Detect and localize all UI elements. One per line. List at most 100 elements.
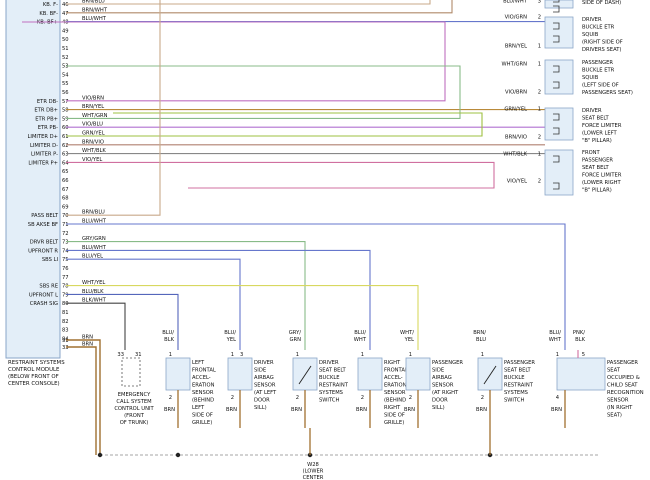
- comp-wire-bot: BRN: [476, 407, 487, 413]
- bottom-component-name: DOOR: [254, 398, 270, 404]
- wire-59: [66, 65, 461, 119]
- ecall-name-line: CALL SYSTEM: [116, 399, 151, 405]
- bottom-component-name: RESTRAINT: [319, 383, 349, 389]
- bottom-component-name: SWITCH: [504, 398, 524, 404]
- module-pin-66: 66: [62, 178, 69, 184]
- ground-label: CENTER: [303, 475, 324, 480]
- ecall-name-line: OF TRUNK): [120, 420, 149, 426]
- bottom-component-name: AIRBAG: [254, 375, 274, 381]
- bottom-component-name: ERATION: [384, 383, 407, 389]
- bottom-component-name: SIDE OF: [192, 413, 213, 419]
- comp-pin-bot: 2: [481, 395, 484, 401]
- module-pin-67: 67: [62, 187, 69, 193]
- right-pin: 1: [538, 62, 541, 68]
- wire-70: [66, 0, 161, 216]
- comp-wire-top: BLU/: [224, 330, 236, 336]
- right-component-name: SQUIB: [582, 75, 599, 81]
- right-component-name: DRIVER: [582, 108, 602, 114]
- bottom-component-name: SEAT: [607, 368, 621, 374]
- pnk-wire-top: PNK/: [573, 330, 585, 336]
- bottom-component-name: (BEHIND: [384, 398, 406, 404]
- wire-46: [66, 0, 431, 5]
- comp-wire-bot: BRN: [356, 407, 367, 413]
- right-wire-label: BLU/WHT: [503, 0, 528, 5]
- bottom-component-name: RIGHT: [384, 405, 401, 411]
- right-component-name: (LEFT SIDE OF: [582, 83, 619, 89]
- module-pin-58: 58: [62, 108, 69, 114]
- right-wire-label: VIO/GRN: [505, 15, 528, 21]
- comp-wire-top: BLU/: [354, 330, 366, 336]
- squib-symbol: [553, 22, 560, 43]
- bottom-component-name: SIDE: [254, 368, 266, 374]
- squib-symbol: [553, 65, 560, 89]
- module-signal-60: ETR PB-: [38, 125, 58, 131]
- comp-pin-top: 1: [231, 352, 234, 358]
- squib-symbol: [553, 113, 560, 135]
- module-pin-31: 31: [62, 338, 69, 344]
- ecall-name-line: EMERGENCY: [118, 392, 151, 398]
- module-pin-68: 68: [62, 196, 69, 202]
- wire-label-48: BLU/WHT: [82, 16, 107, 22]
- bottom-component-name: ERATION: [192, 383, 215, 389]
- right-pin: 2: [538, 90, 541, 96]
- bottom-component-name: DRIVER: [319, 360, 339, 366]
- bottom-component-name: (AT LEFT: [254, 390, 277, 396]
- wire-label-63: WHT/BLK: [82, 148, 106, 154]
- wire-label-70: BRN/BLU: [82, 210, 105, 216]
- ecall-name-line: CONTROL UNIT: [114, 406, 154, 412]
- right-wire-label: WHT/BLK: [503, 152, 527, 158]
- module-pin-75: 75: [62, 257, 69, 263]
- wire-label-79: BLU/BLK: [82, 289, 104, 295]
- bottom-component-box: [165, 357, 191, 391]
- right-wire-label: WHT/GRN: [502, 62, 528, 68]
- wire-74: [66, 249, 371, 350]
- bottom-component-name: SENSOR: [432, 383, 454, 389]
- wire-71: [66, 223, 566, 350]
- wire-33: [66, 346, 97, 455]
- comp-wire-top: BLK: [164, 337, 174, 343]
- module-pin-82: 82: [62, 319, 69, 325]
- module-signal-47: KB. BF-: [39, 11, 58, 17]
- bottom-component-name: RECOGNITION: [607, 390, 644, 396]
- right-pin: 3: [538, 0, 541, 5]
- wire-73: [66, 241, 306, 350]
- module-pin-50: 50: [62, 37, 69, 43]
- right-pin: 2: [538, 15, 541, 21]
- module-pin-47: 47: [62, 11, 69, 17]
- module-label-line: RESTRAINT SYSTEMS: [8, 360, 65, 366]
- bottom-component-box: [477, 357, 503, 391]
- comp-pin-bot: 4: [556, 395, 560, 401]
- module-pin-33: 33: [62, 345, 69, 351]
- right-component-name: SEAT BELT: [582, 165, 610, 171]
- module-signal-79: UPFRONT L: [29, 292, 58, 298]
- right-component-name: SQUIB: [582, 32, 599, 38]
- right-component-box: [544, 16, 574, 49]
- module-pin-52: 52: [62, 55, 69, 61]
- comp-wire-bot: BRN: [226, 407, 237, 413]
- wire-label-33: BRN: [82, 342, 93, 348]
- right-component-name: SIDE OF DASH): [582, 0, 621, 6]
- ecall-name-line: (FRONT: [124, 413, 145, 419]
- ecall-box: [121, 357, 141, 387]
- switch-symbol: [298, 365, 312, 385]
- comp-wire-bot: BRN: [291, 407, 302, 413]
- ecall-pin-33: 33: [117, 352, 124, 358]
- bottom-component-name: SENSOR: [192, 390, 214, 396]
- module-pin-57: 57: [62, 99, 69, 105]
- right-component-name: PASSENGER: [582, 158, 613, 164]
- bottom-component-name: RESTRAINT: [504, 383, 534, 389]
- bottom-component-name: SILL): [254, 405, 267, 411]
- comp-pin-top: 1: [409, 352, 412, 358]
- module-signal-62: LIMITER D-: [30, 143, 58, 149]
- module-signal-80: CRASH SIG: [30, 301, 58, 307]
- wire-label-80: BLK/WHT: [82, 298, 107, 304]
- right-component-name: PASSENGERS SEAT): [582, 90, 633, 96]
- wire-label-74: BLU/WHT: [82, 245, 107, 251]
- comp-wire-bot: BRN: [404, 407, 415, 413]
- bottom-component-name: LEFT: [192, 405, 205, 411]
- right-component-name: (LOWER RIGHT: [582, 180, 622, 186]
- bottom-component-name: SYSTEMS: [504, 390, 528, 396]
- module-signal-46: KB. F-: [43, 2, 58, 8]
- bottom-component-name: SWITCH: [319, 398, 339, 404]
- module-signal-73: DRVR BELT: [30, 240, 59, 246]
